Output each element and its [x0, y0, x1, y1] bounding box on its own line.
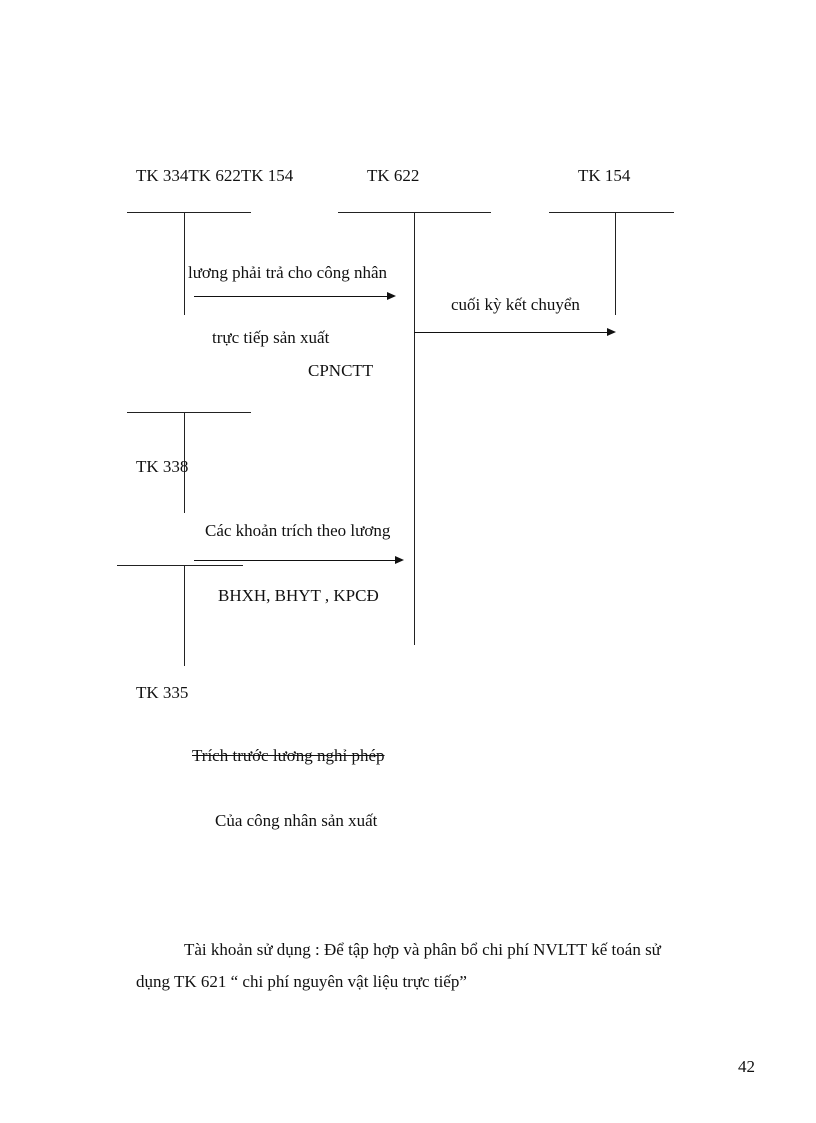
body-paragraph: Tài khoản sử dụng : Để tập hợp và phân b…: [136, 934, 756, 998]
t-account-stem-tk338: [184, 412, 185, 513]
header-label-tk622: TK 622: [367, 166, 420, 185]
header-label-tk154: TK 154: [578, 166, 631, 185]
flow-label-transfer: cuối kỳ kết chuyển: [451, 295, 580, 314]
flow-label-wages-1: lương phải trả cho công nhân: [188, 263, 388, 282]
flow-label-wages-2: trực tiếp sản xuất: [212, 328, 330, 347]
t-account-top-bar-tk335: [117, 565, 243, 566]
t-account-stem-tk335: [184, 565, 185, 666]
flow-label-accrual-2: Của công nhân sản xuất: [215, 811, 378, 830]
flow-label-accrual-1: Trích trước lương nghỉ phép: [192, 746, 385, 765]
t-account-stem-tk334: [184, 212, 185, 315]
flow-label-deductions-2: BHXH, BHYT , KPCĐ: [218, 586, 379, 605]
t-account-stem-tk622: [414, 212, 415, 645]
arrow-deductions-to-tk622: [194, 556, 404, 564]
t-account-top-bar-tk334: [127, 212, 251, 213]
t-account-top-bar-tk154: [549, 212, 674, 213]
arrow-wages-to-tk622: [194, 292, 396, 300]
page-number: 42: [738, 1057, 755, 1076]
flow-label-deductions-1: Các khoản trích theo lương: [205, 521, 391, 540]
body-paragraph-line-2: dụng TK 621 “ chi phí nguyên vật liệu tr…: [136, 972, 467, 991]
account-label-tk338: TK 338: [136, 457, 189, 476]
body-paragraph-line-1: Tài khoản sử dụng : Để tập hợp và phân b…: [184, 940, 661, 959]
flow-label-wages-3: CPNCTT: [308, 361, 374, 380]
t-account-top-bar-tk338: [127, 412, 251, 413]
account-label-tk335: TK 335: [136, 683, 189, 702]
t-account-stem-tk154: [615, 212, 616, 315]
header-label-left: TK 334TK 622TK 154: [136, 166, 294, 185]
arrow-tk622-to-tk154: [414, 328, 616, 336]
